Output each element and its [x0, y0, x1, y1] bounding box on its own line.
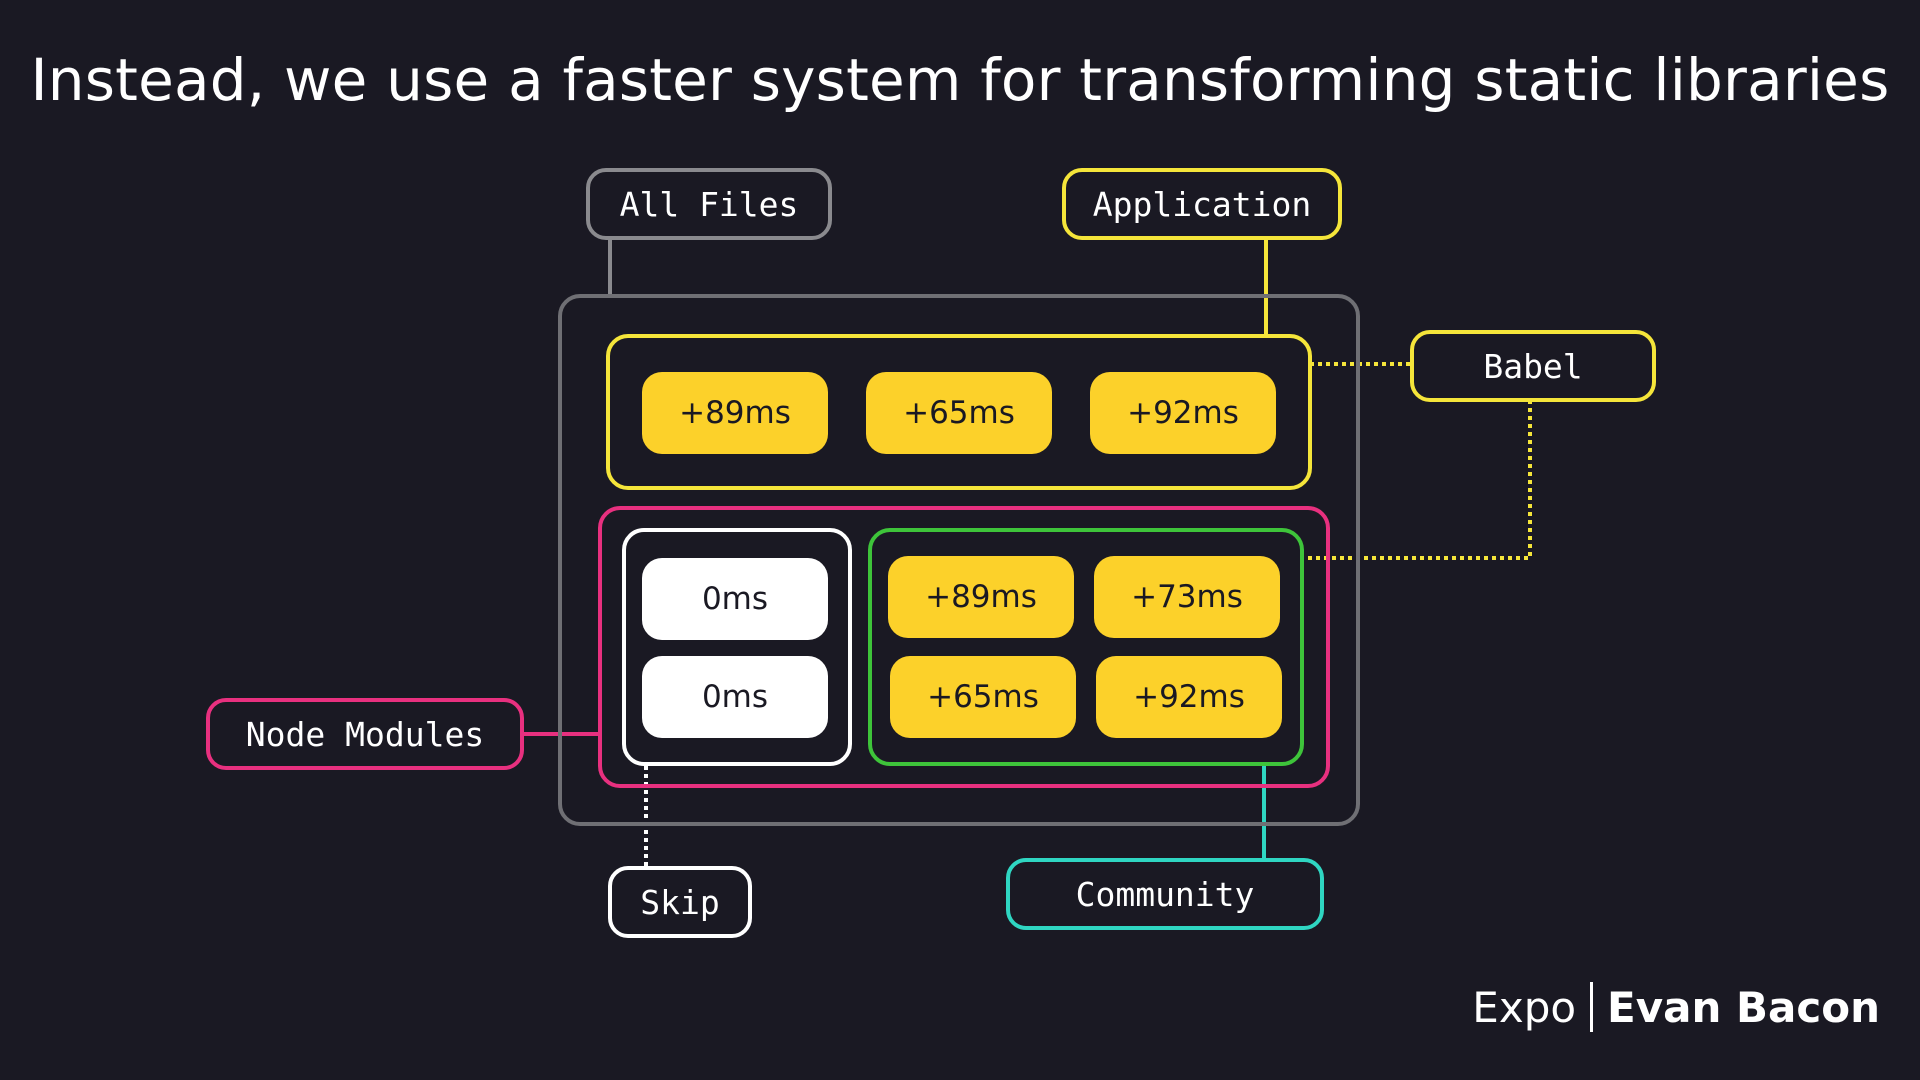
- application-container: [606, 334, 1312, 490]
- all-files-container: [558, 294, 1360, 826]
- application-pill-1: +89ms: [642, 372, 828, 454]
- community-label: Community: [1006, 858, 1324, 930]
- community-pill-3: +65ms: [890, 656, 1076, 738]
- babel-label: Babel: [1410, 330, 1656, 402]
- all-files-label: All Files: [586, 168, 832, 240]
- application-pill-3: +92ms: [1090, 372, 1276, 454]
- skip-label: Skip: [608, 866, 752, 938]
- application-label: Application: [1062, 168, 1342, 240]
- credit: Expo Evan Bacon: [1472, 982, 1880, 1032]
- credit-divider: [1590, 982, 1594, 1032]
- slide-title: Instead, we use a faster system for tran…: [30, 46, 1890, 114]
- node-modules-container: [598, 506, 1330, 788]
- skip-pill-1: 0ms: [642, 558, 828, 640]
- skip-container: [622, 528, 852, 766]
- community-container: [868, 528, 1304, 766]
- community-pill-4: +92ms: [1096, 656, 1282, 738]
- node-modules-label: Node Modules: [206, 698, 524, 770]
- skip-pill-2: 0ms: [642, 656, 828, 738]
- community-pill-1: +89ms: [888, 556, 1074, 638]
- author-name: Evan Bacon: [1607, 982, 1880, 1032]
- brand-name: Expo: [1472, 982, 1577, 1032]
- community-pill-2: +73ms: [1094, 556, 1280, 638]
- application-pill-2: +65ms: [866, 372, 1052, 454]
